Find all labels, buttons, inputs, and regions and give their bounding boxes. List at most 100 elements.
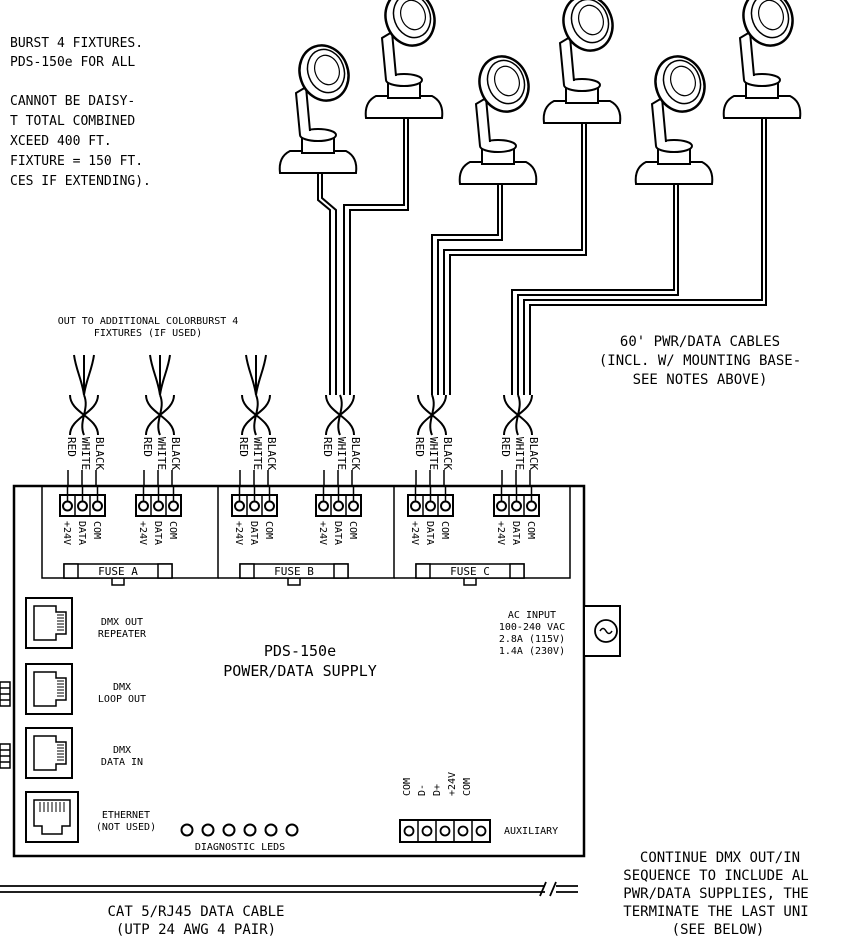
external-plugs bbox=[0, 681, 11, 769]
svg-text:COM: COM bbox=[167, 521, 178, 539]
dmx-out-label: DMX OUT bbox=[101, 617, 143, 628]
fixture-6 bbox=[722, 0, 802, 120]
ethernet-sublabel: (NOT USED) bbox=[96, 822, 156, 833]
notes-line-3: CANNOT BE DAISY- bbox=[10, 94, 135, 109]
supply-name: PDS-150e bbox=[264, 642, 336, 660]
ethernet-label: ETHERNET bbox=[102, 810, 150, 821]
dmx-loop-port: DMX LOOP OUT bbox=[25, 663, 146, 715]
fixture-1 bbox=[278, 37, 358, 175]
diagnostic-leds bbox=[180, 823, 299, 837]
notes-line-2: PDS-150e FOR ALL bbox=[10, 55, 135, 70]
dmx-in-port: DMX DATA IN bbox=[25, 727, 143, 779]
wire-red-label: RED bbox=[237, 437, 250, 457]
dmx-out-sublabel: REPEATER bbox=[98, 629, 147, 640]
out-additional-label-2: FIXTURES (IF USED) bbox=[94, 328, 202, 339]
dmx-in-label: DMX bbox=[113, 745, 131, 756]
fuse-b: FUSE B bbox=[239, 563, 349, 579]
cables-label-1: 60' PWR/DATA CABLES bbox=[620, 334, 780, 350]
svg-text:COM: COM bbox=[402, 778, 413, 796]
out-additional-label-1: OUT TO ADDITIONAL COLORBURST 4 bbox=[58, 316, 239, 327]
svg-text:D+: D+ bbox=[432, 784, 443, 796]
dmx-loop-label: DMX bbox=[113, 682, 131, 693]
fuse-holders: FUSE A FUSE B FUSE C bbox=[63, 563, 525, 579]
wire-red-label: RED bbox=[321, 437, 334, 457]
supply-description: POWER/DATA SUPPLY bbox=[223, 662, 377, 680]
led-indicator bbox=[201, 823, 215, 837]
wire-black-label: BLACK bbox=[93, 437, 106, 470]
led-indicator bbox=[180, 823, 194, 837]
wire-white-label: WHITE bbox=[79, 437, 92, 470]
terminal-block bbox=[59, 484, 106, 517]
fixture-3 bbox=[458, 48, 538, 186]
wire-white-label: WHITE bbox=[155, 437, 168, 470]
terminal-labels: +24V DATA COM +24V DATA COM +24V DATA CO… bbox=[61, 521, 536, 545]
cables-label-3: SEE NOTES ABOVE) bbox=[633, 372, 768, 388]
svg-text:DATA: DATA bbox=[332, 521, 343, 545]
continue-line-5: (SEE BELOW) bbox=[672, 922, 765, 938]
notes-line-7: CES IF EXTENDING). bbox=[10, 174, 151, 189]
svg-text:+24V: +24V bbox=[317, 521, 328, 545]
notes-block: BURST 4 FIXTURES. PDS-150e FOR ALL CANNO… bbox=[10, 36, 151, 189]
svg-text:DATA: DATA bbox=[424, 521, 435, 545]
notes-line-4: T TOTAL COMBINED bbox=[10, 114, 135, 129]
notes-line-6: FIXTURE = 150 FT. bbox=[10, 154, 143, 169]
fuse-a: FUSE A bbox=[63, 563, 173, 579]
wire-black-label: BLACK bbox=[169, 437, 182, 470]
pds-150e-enclosure bbox=[12, 484, 586, 858]
svg-text:+24V: +24V bbox=[409, 521, 420, 545]
wire-red-label: RED bbox=[413, 437, 426, 457]
svg-text:D-: D- bbox=[417, 784, 428, 796]
svg-text:+24V: +24V bbox=[495, 521, 506, 545]
additional-fixture-wires bbox=[73, 354, 267, 396]
svg-text:COM: COM bbox=[462, 778, 473, 796]
terminal-block bbox=[493, 484, 540, 517]
svg-text:DATA: DATA bbox=[76, 521, 87, 545]
cables-label-2: (INCL. W/ MOUNTING BASE- bbox=[599, 353, 801, 369]
continue-line-1: CONTINUE DMX OUT/IN bbox=[640, 850, 800, 866]
notes-line-1: BURST 4 FIXTURES. bbox=[10, 36, 143, 51]
wire-red-label: RED bbox=[65, 437, 78, 457]
svg-text:+24V: +24V bbox=[233, 521, 244, 545]
continue-line-2: SEQUENCE TO INCLUDE AL bbox=[623, 868, 808, 884]
wire-black-label: BLACK bbox=[349, 437, 362, 470]
terminal-block bbox=[135, 484, 182, 517]
fuse-a-label: FUSE A bbox=[98, 565, 138, 578]
cat5-cable bbox=[0, 881, 578, 897]
ac-current-230: 1.4A (230V) bbox=[499, 646, 565, 657]
fuse-c: FUSE C bbox=[415, 563, 525, 579]
dmx-in-sublabel: DATA IN bbox=[101, 757, 143, 768]
dmx-loop-sublabel: LOOP OUT bbox=[98, 694, 146, 705]
fixture-5 bbox=[634, 48, 714, 186]
wire-white-label: WHITE bbox=[513, 437, 526, 470]
svg-text:+24V: +24V bbox=[137, 521, 148, 545]
svg-text:COM: COM bbox=[263, 521, 274, 539]
wire-black-label: BLACK bbox=[527, 437, 540, 470]
ethernet-port: ETHERNET (NOT USED) bbox=[25, 791, 156, 843]
led-indicator bbox=[264, 823, 278, 837]
auxiliary-connector: COM D- D+ +24V COM AUXILIARY bbox=[399, 772, 558, 843]
colorburst-fixtures bbox=[278, 0, 802, 186]
ac-current-115: 2.8A (115V) bbox=[499, 634, 565, 645]
wire-white-label: WHITE bbox=[335, 437, 348, 470]
wire-drops bbox=[67, 470, 531, 485]
wire-black-label: BLACK bbox=[265, 437, 278, 470]
cat5-label-2: (UTP 24 AWG 4 PAIR) bbox=[116, 922, 276, 938]
terminal-block bbox=[315, 484, 362, 517]
wire-red-label: RED bbox=[499, 437, 512, 457]
svg-text:COM: COM bbox=[91, 521, 102, 539]
dmx-out-port: DMX OUT REPEATER bbox=[25, 597, 147, 649]
svg-text:COM: COM bbox=[525, 521, 536, 539]
wire-black-label: BLACK bbox=[441, 437, 454, 470]
svg-text:DATA: DATA bbox=[152, 521, 163, 545]
svg-text:+24V: +24V bbox=[447, 772, 458, 796]
diagnostic-leds-label: DIAGNOSTIC LEDS bbox=[195, 842, 285, 853]
pwr-data-cables bbox=[317, 118, 767, 395]
fuse-c-label: FUSE C bbox=[450, 565, 490, 578]
continue-note: CONTINUE DMX OUT/IN SEQUENCE TO INCLUDE … bbox=[623, 850, 808, 938]
svg-text:COM: COM bbox=[347, 521, 358, 539]
wire-red-label: RED bbox=[141, 437, 154, 457]
continue-line-3: PWR/DATA SUPPLIES, THE bbox=[623, 886, 808, 902]
svg-text:DATA: DATA bbox=[248, 521, 259, 545]
svg-text:+24V: +24V bbox=[61, 521, 72, 545]
